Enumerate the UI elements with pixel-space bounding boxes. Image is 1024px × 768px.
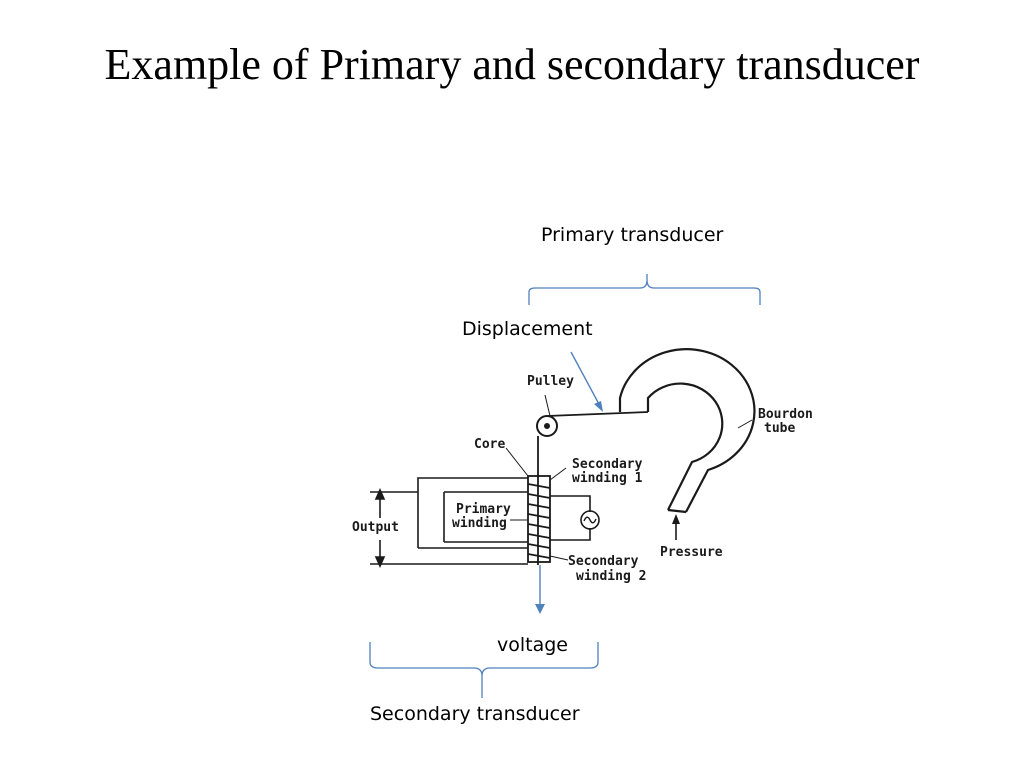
- secondary-transducer-label: Secondary transducer: [370, 703, 580, 725]
- coil-assembly: [527, 475, 551, 563]
- output-arrows: [374, 488, 386, 568]
- primary-transducer-bracket: [528, 274, 761, 305]
- pulley-label: Pulley: [527, 374, 574, 389]
- primary-winding-label-2: winding: [452, 516, 507, 531]
- slide-title: Example of Primary and secondary transdu…: [104, 40, 920, 89]
- bourdon-tube: [618, 348, 756, 514]
- primary-transducer-label: Primary transducer: [541, 224, 724, 246]
- secondary-transducer-bracket: [369, 642, 599, 698]
- wiring: [370, 477, 591, 565]
- pulley: [536, 394, 649, 437]
- secondary-winding-2-label-2: winding 2: [576, 569, 646, 584]
- displacement-arrow: [570, 351, 603, 412]
- secondary-winding-2-label-1: Secondary: [568, 554, 639, 569]
- core-label: Core: [474, 437, 505, 452]
- secondary-winding-1-label-1: Secondary: [572, 457, 643, 472]
- displacement-label: Displacement: [462, 318, 593, 340]
- leader-lines: [505, 419, 753, 561]
- output-label: Output: [352, 520, 399, 535]
- ac-source-icon: [580, 510, 600, 530]
- secondary-winding-1-label-2: winding 1: [572, 471, 643, 486]
- pressure-arrow: [672, 514, 680, 540]
- bourdon-tube-label-1: Bourdon: [758, 407, 813, 422]
- bourdon-tube-label-2: tube: [764, 421, 795, 436]
- pressure-label: Pressure: [660, 545, 723, 560]
- voltage-arrow: [535, 565, 545, 614]
- voltage-label: voltage: [497, 634, 568, 656]
- primary-winding-label-1: Primary: [456, 502, 511, 517]
